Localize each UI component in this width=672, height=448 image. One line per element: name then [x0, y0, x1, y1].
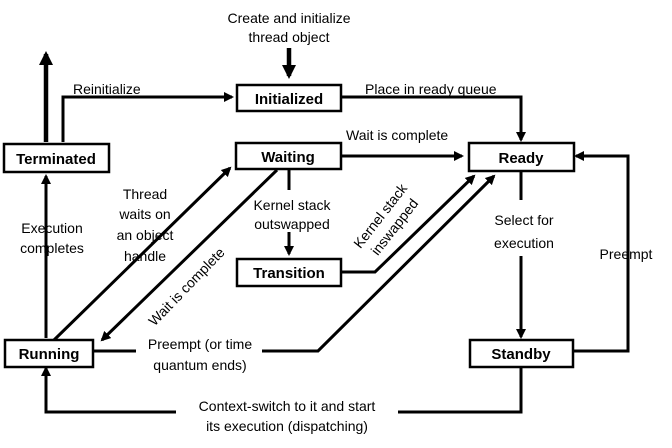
label-kernel-outswapped-2: outswapped — [254, 216, 330, 232]
edge-reinitialize — [61, 92, 234, 142]
state-waiting: Waiting — [234, 141, 343, 171]
edge-standby-to-running-b — [41, 366, 176, 414]
state-running-label: Running — [19, 346, 80, 363]
label-thread-waits-1: Thread — [123, 186, 167, 202]
state-terminated-label: Terminated — [16, 151, 96, 168]
state-running: Running — [3, 338, 95, 369]
state-standby-label: Standby — [491, 346, 551, 363]
state-waiting-label: Waiting — [261, 149, 315, 166]
label-execution-completes-2: completes — [20, 240, 84, 256]
label-context-switch-2: its execution (dispatching) — [206, 418, 368, 434]
state-initialized-label: Initialized — [255, 91, 323, 108]
state-ready-label: Ready — [498, 150, 544, 167]
state-terminated: Terminated — [2, 142, 111, 174]
label-thread-waits-4: handle — [124, 248, 166, 264]
label-select-for-execution-1: Select for — [494, 212, 553, 228]
edge-standby-to-ready — [573, 151, 630, 353]
label-reinitialize: Reinitialize — [73, 81, 141, 97]
edge-transition-to-ready — [342, 174, 476, 274]
state-standby: Standby — [468, 338, 575, 369]
label-thread-waits-3: an object — [117, 227, 174, 243]
state-transition-label: Transition — [253, 265, 325, 282]
edge-running-to-ready — [262, 174, 496, 353]
label-context-switch-1: Context-switch to it and start — [199, 398, 376, 414]
edge-place-in-ready-queue — [342, 95, 526, 142]
label-place-in-ready-queue: Place in ready queue — [365, 81, 497, 97]
state-ready: Ready — [467, 141, 576, 173]
label-kernel-outswapped-1: Kernel stack — [253, 197, 331, 213]
label-preempt-time-1: Preempt (or time — [148, 336, 252, 352]
label-thread-waits-2: waits on — [118, 206, 170, 222]
edge-standby-to-running-a — [398, 367, 523, 414]
label-execution-completes-1: Execution — [21, 220, 82, 236]
label-wait-is-complete-top: Wait is complete — [346, 127, 448, 143]
label-kernel-inswapped: Kernel stack inswapped — [350, 180, 421, 258]
label-preempt: Preempt — [600, 246, 653, 262]
edge-waiting-to-running — [100, 168, 279, 342]
edge-running-to-waiting — [52, 166, 232, 342]
label-preempt-time-2: quantum ends) — [153, 357, 246, 373]
label-create-line1: Create and initialize — [228, 10, 351, 26]
label-create-line2: thread object — [249, 29, 330, 45]
label-select-for-execution-2: execution — [494, 235, 554, 251]
state-initialized: Initialized — [235, 83, 343, 113]
state-transition: Transition — [235, 257, 343, 288]
